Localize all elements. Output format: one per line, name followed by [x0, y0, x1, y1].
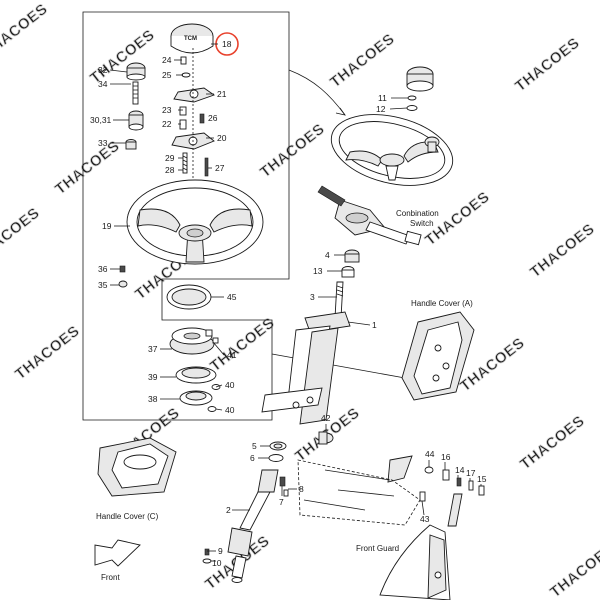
watermark: THACOES [0, 204, 43, 265]
callout-29: 29 [165, 153, 175, 163]
callout-34: 34 [98, 79, 108, 89]
callout-37: 37 [148, 344, 158, 354]
callout-8: 8 [299, 484, 304, 494]
front-guard-label: Front Guard [356, 544, 399, 553]
callout-22: 22 [162, 119, 172, 129]
callout-44: 44 [425, 449, 435, 459]
callout-38: 38 [148, 394, 158, 404]
callout-16: 16 [441, 452, 451, 462]
watermark: THACOES [12, 322, 83, 383]
callout-24: 24 [162, 55, 172, 65]
callout-1: 1 [372, 320, 377, 330]
combination-switch-label-line2: Switch [410, 219, 434, 228]
callout-36: 36 [98, 264, 108, 274]
callout-labels: 18 24 25 21 23 26 22 20 29 27 28 32 34 3… [90, 39, 487, 568]
callout-20: 20 [217, 133, 227, 143]
callout-14: 14 [455, 465, 465, 475]
callout-41: 41 [227, 350, 237, 360]
mounting-hardware [387, 455, 485, 527]
callout-6: 6 [250, 453, 255, 463]
handle-cover-c-label: Handle Cover (C) [96, 512, 159, 521]
watermark: THACOES [207, 314, 278, 375]
detail-cam-38 [179, 384, 221, 412]
detail-connector-arrow [335, 107, 346, 116]
detail-switch-37 [169, 327, 219, 355]
watermark: THACOES [547, 540, 600, 600]
callout-19: 19 [102, 221, 112, 231]
detail-ring-45 [166, 284, 212, 310]
callout-23: 23 [162, 105, 172, 115]
watermark: THACOES [327, 30, 398, 91]
detail-ring-39 [175, 366, 217, 384]
column-bushings [341, 249, 360, 278]
intermediate-shaft [227, 469, 279, 583]
watermark: THACOES [0, 0, 51, 61]
front-direction-arrow [94, 539, 141, 567]
callout-15: 15 [477, 474, 487, 484]
detail-fasteners [171, 48, 215, 235]
callout-10: 10 [212, 558, 222, 568]
callout-21: 21 [217, 89, 227, 99]
watermark: THACOES [517, 412, 588, 473]
handle-cover-a-label: Handle Cover (A) [411, 299, 473, 308]
horn-button [406, 66, 434, 111]
callout-11: 11 [378, 93, 387, 103]
callout-9: 9 [218, 546, 223, 556]
handle-cover-a [401, 311, 475, 401]
hub-cap: TCM [170, 23, 214, 54]
watermark: THACOES [52, 137, 123, 198]
callout-18: 18 [222, 39, 232, 49]
combination-switch [317, 185, 422, 246]
leader-lines [109, 43, 482, 562]
callout-43: 43 [420, 514, 430, 524]
floor-outline [297, 459, 421, 526]
callout-40-upper: 40 [225, 380, 235, 390]
bushing-42 [318, 431, 334, 445]
callout-17: 17 [466, 468, 476, 478]
callout-40-lower: 40 [225, 405, 235, 415]
steering-wheel [330, 114, 454, 186]
washers-5-6 [268, 441, 287, 462]
callout-45: 45 [227, 292, 237, 302]
front-guard [379, 524, 451, 600]
callout-4: 4 [325, 250, 330, 260]
detail-horn-knob [125, 62, 146, 150]
handle-cover-c [97, 437, 177, 497]
detail-frame [82, 11, 290, 421]
watermark: THACOES [527, 220, 598, 281]
combination-switch-label-line1: Conbination [396, 209, 439, 218]
detail-steering-wheel [126, 179, 264, 265]
callout-28: 28 [165, 165, 175, 175]
callout-2: 2 [226, 505, 231, 515]
callout-35: 35 [98, 280, 108, 290]
callout-42: 42 [321, 413, 331, 423]
callout-26: 26 [208, 113, 218, 123]
detail-nut [118, 265, 128, 288]
callout-13: 13 [313, 266, 323, 276]
callout-27: 27 [215, 163, 225, 173]
captions: Conbination Switch Handle Cover (A) Hand… [96, 209, 473, 582]
callout-39: 39 [148, 372, 158, 382]
callout-7: 7 [279, 497, 284, 507]
callout-30-31: 30,31 [90, 115, 112, 125]
column-guide-lines [303, 469, 395, 511]
callout-5: 5 [252, 441, 257, 451]
front-label: Front [101, 573, 120, 582]
callout-12: 12 [376, 104, 386, 114]
joint-bolts [202, 476, 289, 564]
steering-column [261, 311, 351, 425]
callout-33: 33 [98, 138, 108, 148]
hub-cap-logo: TCM [184, 36, 197, 42]
callout-3: 3 [310, 292, 315, 302]
watermark: THACOES [512, 34, 583, 95]
callout-32: 32 [98, 65, 108, 75]
callout-25: 25 [162, 70, 172, 80]
watermark: THACOES [257, 120, 328, 181]
